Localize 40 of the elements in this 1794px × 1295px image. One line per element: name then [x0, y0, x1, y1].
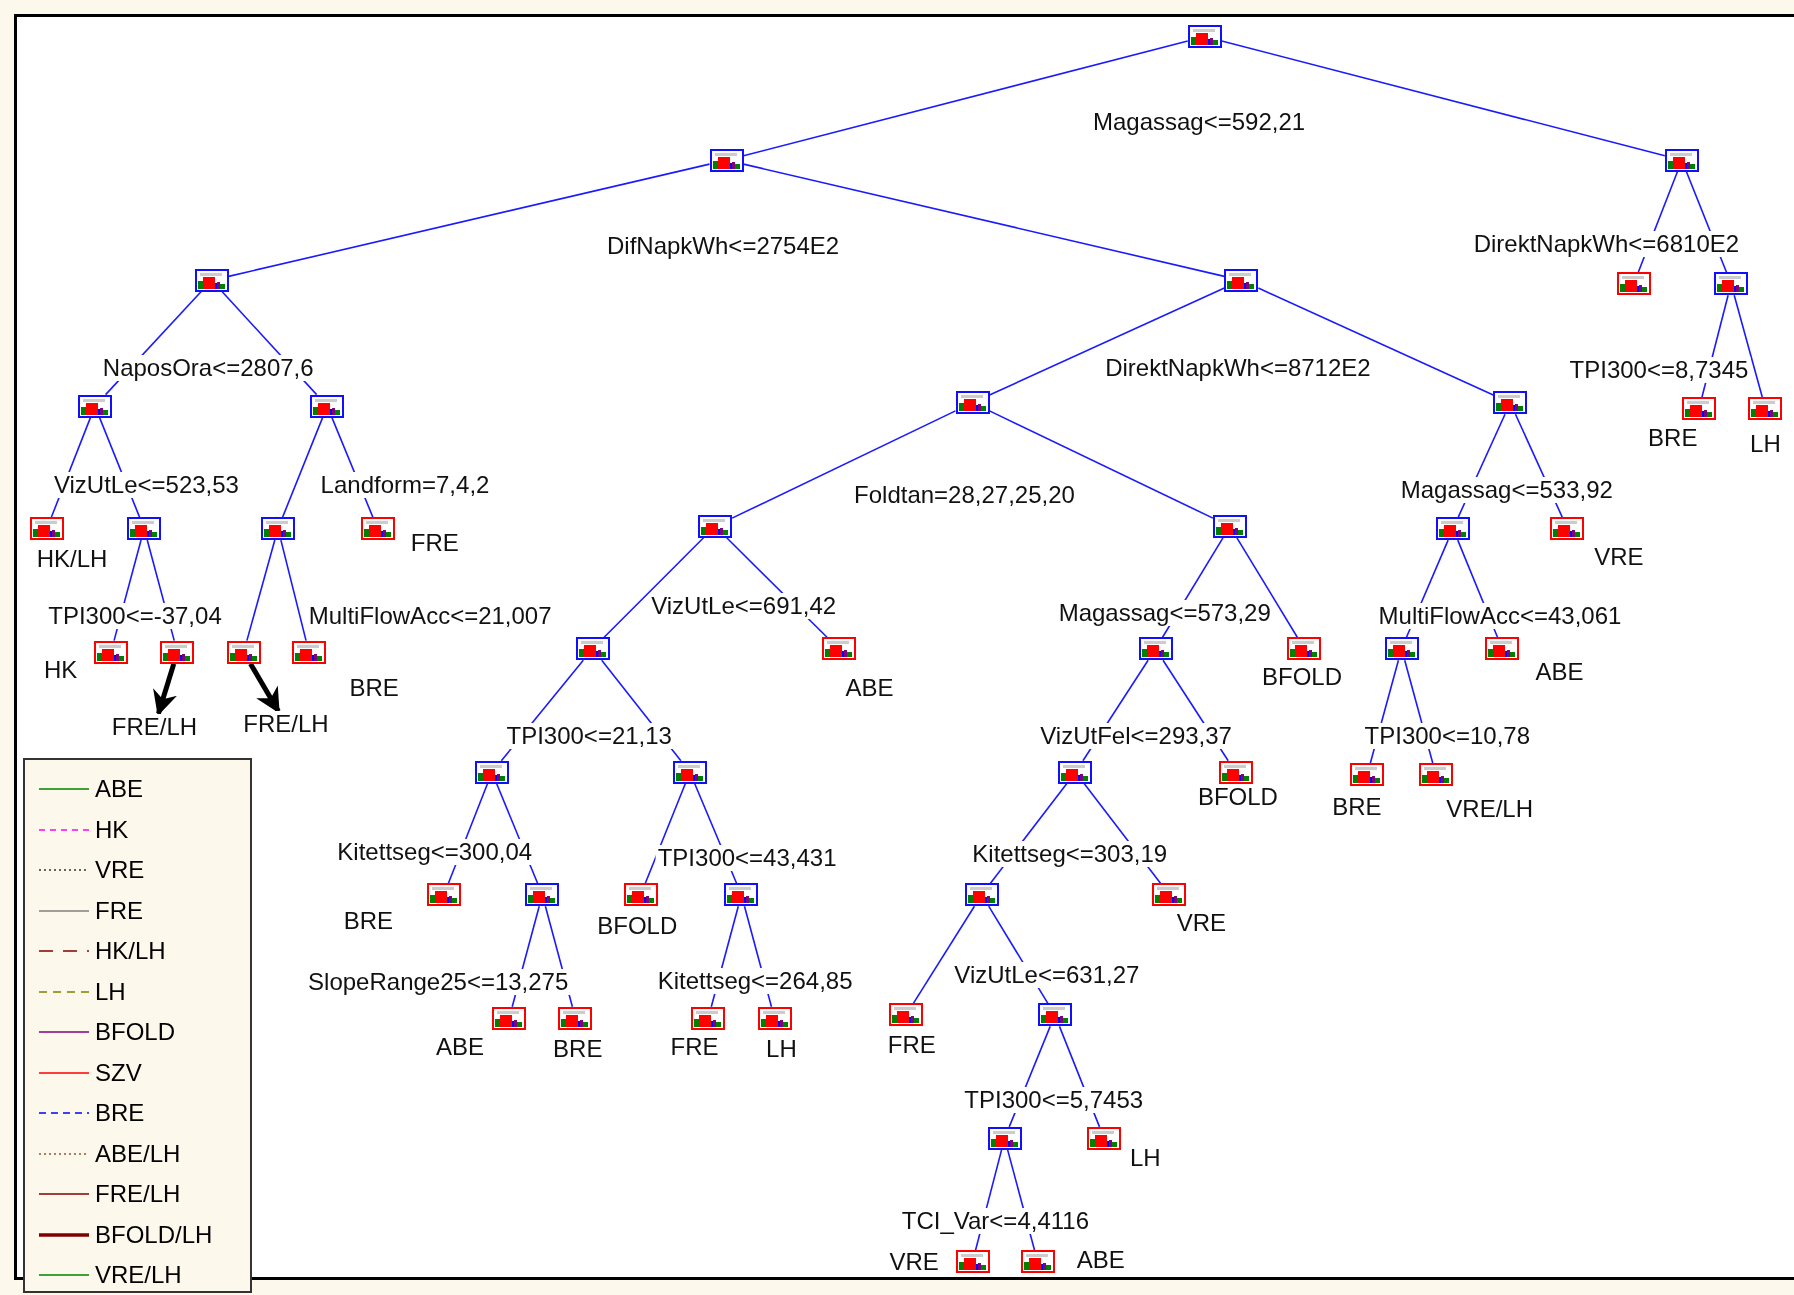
legend-label: BFOLD: [95, 1018, 175, 1046]
legend-label: LH: [95, 977, 126, 1006]
tree-branch-line: [742, 40, 1189, 157]
tree-branch-line: [227, 163, 711, 278]
tree-branch-line: [912, 905, 976, 1005]
tree-branch-line: [281, 416, 324, 518]
legend-label: ABE/LH: [95, 1139, 181, 1168]
tree-branch-line: [1257, 287, 1495, 396]
legend-label: ABE: [95, 775, 144, 803]
leader-arrow: [248, 662, 281, 714]
legend-label: FRE/LH: [95, 1180, 181, 1208]
leader-arrow: [153, 662, 177, 716]
tree-branch-line: [246, 539, 276, 642]
split-label: TPI300<=43,431: [655, 845, 839, 872]
tree-branch-line: [731, 410, 957, 519]
tree-branch-line: [988, 410, 1214, 519]
legend-label: VRE: [95, 856, 145, 884]
legend-label: BRE: [95, 1099, 145, 1127]
tree-branch-line: [603, 537, 705, 638]
tree-branch-line: [1733, 294, 1764, 398]
split-label: VizUtLe<=631,27: [952, 961, 1142, 988]
tree-branch-line: [1220, 40, 1666, 157]
legend-label: HK/LH: [95, 937, 166, 965]
split-label: TPI300<=10,78: [1362, 722, 1533, 749]
split-label: TPI300<=21,13: [504, 722, 674, 749]
tree-branch-line: [988, 287, 1226, 396]
legend-label: FRE: [95, 896, 143, 925]
legend-label: SZV: [95, 1058, 142, 1087]
tree-branch-line: [280, 539, 307, 642]
split-label: TPI300<=8,7345: [1567, 356, 1751, 383]
tree-branch-line: [742, 163, 1226, 278]
legend-label: VRE/LH: [95, 1261, 182, 1289]
split-label: TCI_Var<=4,4116: [899, 1207, 1091, 1234]
split-label: TPI300<=-37,04: [46, 602, 224, 629]
split-label: SlopeRange25<=13,275: [306, 968, 571, 995]
legend-label: BFOLD/LH: [95, 1220, 213, 1249]
tree-branch-line: [1236, 537, 1299, 638]
split-label: VizUtLe<=523,53: [51, 472, 241, 499]
split-label: VizUtFel<=293,37: [1038, 722, 1234, 749]
legend-label: HK: [95, 815, 129, 844]
